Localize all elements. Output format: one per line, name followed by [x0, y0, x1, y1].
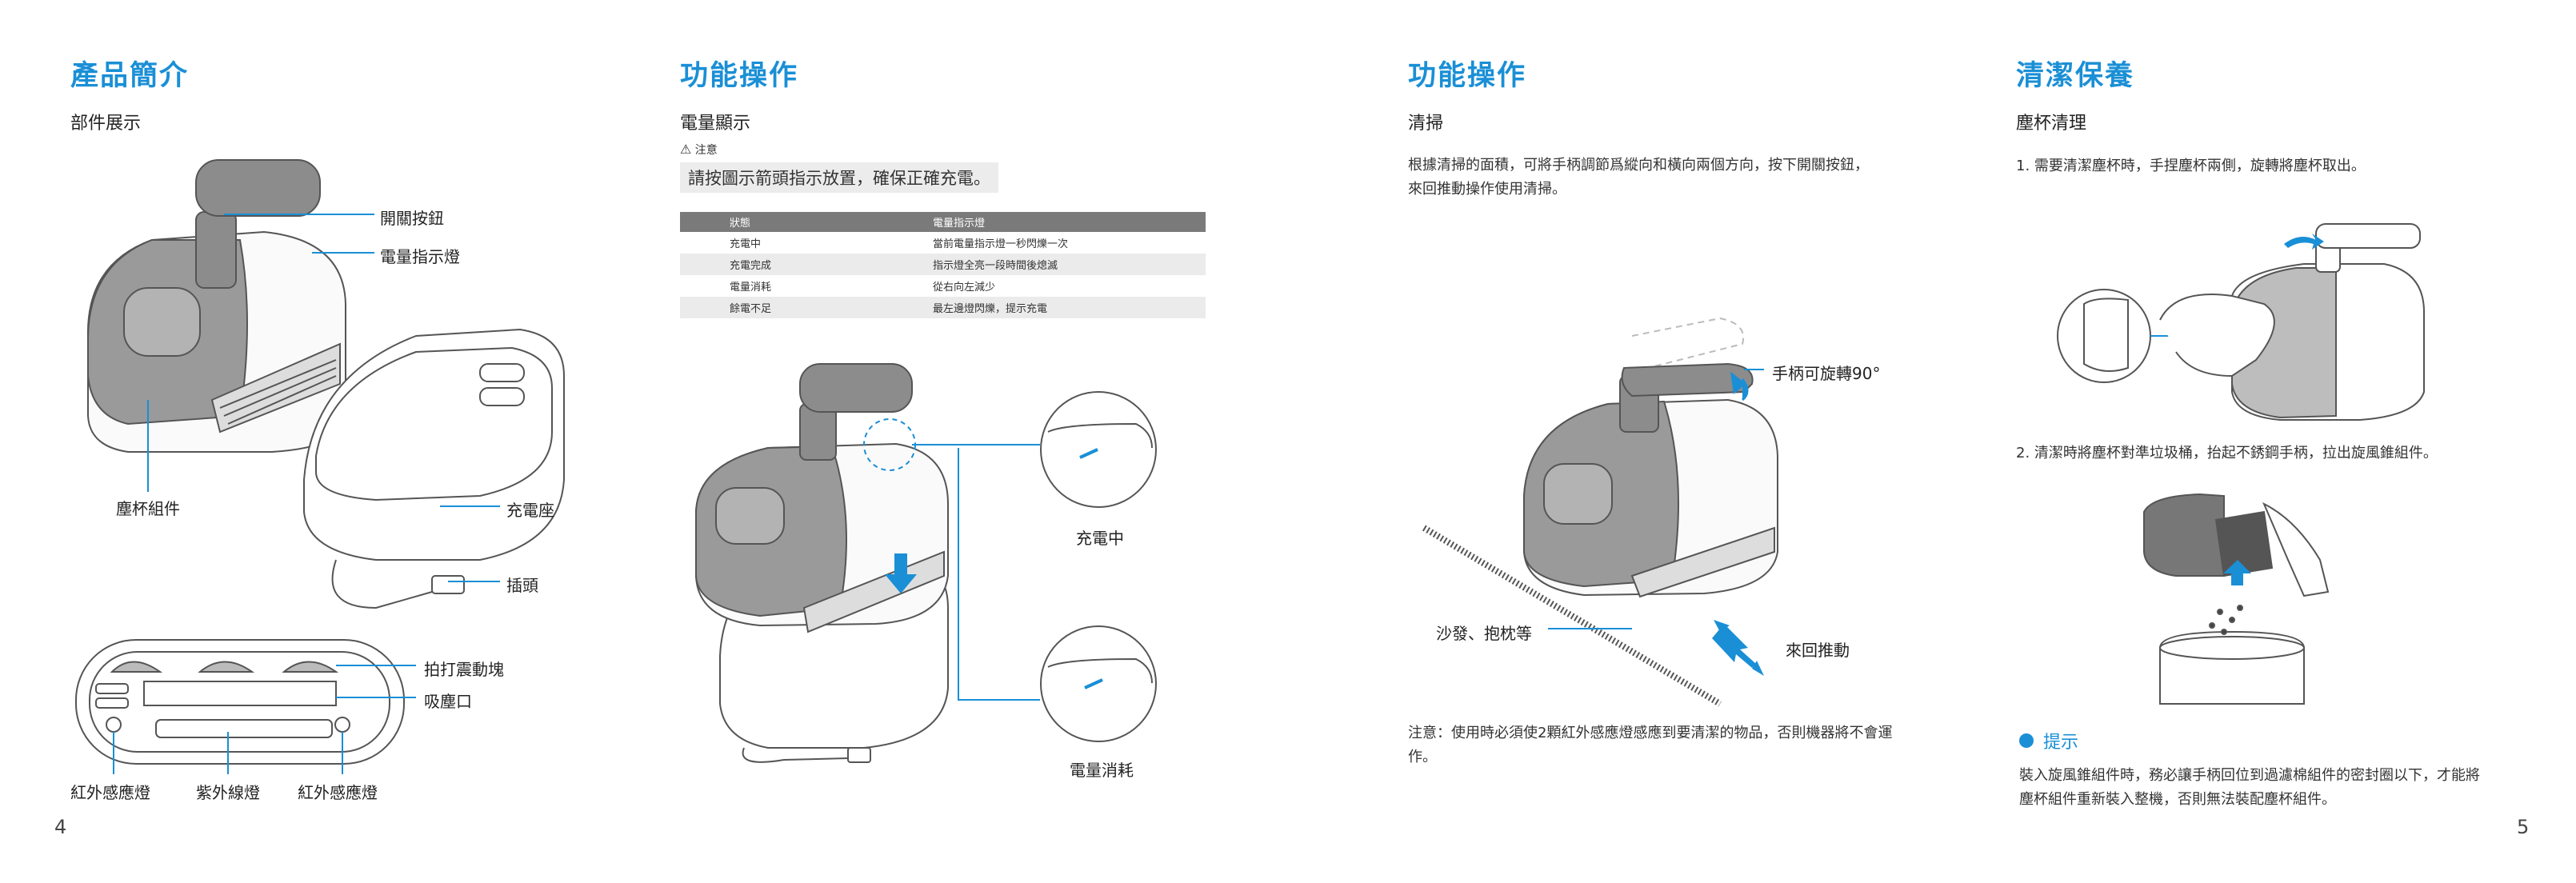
label-power-button: 開關按鈕 — [380, 209, 444, 228]
label-battery-indicator: 電量指示燈 — [380, 247, 460, 266]
rotate-cup-icon — [2284, 234, 2324, 250]
warning-icon: ⚠ — [680, 142, 692, 157]
sweep-note: 注意：使用時必須使2顆紅外感應燈感應到要清潔的物品，否則機器將不會運作。 — [1408, 725, 1893, 765]
battery-status-table: 狀態 電量指示燈 充電中 當前電量指示燈一秒閃爍一次 充電完成 指示燈全亮一段時… — [680, 212, 1206, 318]
section-subtitle-sweep: 清掃 — [1408, 114, 1444, 134]
section3-leader-lines — [1548, 369, 1764, 629]
table-row: 充電完成 指示燈全亮一段時間後熄滅 — [680, 254, 1206, 275]
device-illustration-main — [86, 159, 346, 453]
zoom-circle-consuming — [1040, 625, 1157, 742]
section-title-cleaning: 清潔保養 — [2016, 60, 2135, 92]
tip-heading: 提示 — [2019, 728, 2078, 753]
table-cell: 當前電量指示燈一秒閃爍一次 — [933, 238, 1069, 250]
arrow-down-icon — [885, 553, 917, 593]
table-header-row: 狀態 電量指示燈 — [680, 212, 1206, 232]
lightbulb-icon — [2019, 733, 2034, 748]
section-subtitle-parts: 部件展示 — [70, 114, 142, 134]
arrow-up-icon — [2223, 560, 2251, 585]
section2-leader-lines — [912, 444, 1040, 701]
tip-text: 裝入旋風錐組件時，務必讓手柄回位到過濾棉組件的密封圈以下，才能將塵杯組件重新裝入… — [2019, 767, 2480, 808]
dust-cup-removal-illustration — [2057, 223, 2425, 421]
empty-bin-illustration — [2143, 493, 2330, 705]
section-subtitle-dust-cup: 塵杯清理 — [2016, 114, 2087, 134]
table-cell: 電量消耗 — [730, 282, 772, 294]
note-text-box: 請按圖示箭頭指示放置，確保正確充電。 — [680, 162, 998, 193]
rotate-arrow-icon — [1730, 371, 1749, 402]
cleaning-step-2: 2. 清潔時將塵杯對準垃圾桶，抬起不銹鋼手柄，拉出旋風錐組件。 — [2016, 445, 2438, 461]
label-charging: 充電中 — [1076, 529, 1124, 548]
table-cell: 充電完成 — [680, 254, 886, 275]
label-charging-base: 充電座 — [506, 501, 554, 520]
table-header-indicator: 電量指示燈 — [886, 212, 1206, 232]
push-arrow-icon — [1712, 620, 1764, 676]
table-cell: 最左邊燈閃爍，提示充電 — [886, 297, 1206, 318]
charging-base-illustration — [303, 328, 565, 609]
note-label: 注意 — [694, 144, 718, 157]
page-number-left: 4 — [54, 816, 67, 838]
label-rotate: 手柄可旋轉90° — [1772, 364, 1881, 383]
label-ir-sensor-right: 紅外感應燈 — [298, 783, 378, 802]
label-push: 來回推動 — [1786, 641, 1850, 660]
bottom-view-illustration — [75, 639, 405, 765]
page-number-right: 5 — [2517, 816, 2530, 838]
label-suction-port: 吸塵口 — [424, 692, 472, 711]
label-uv-lamp: 紫外線燈 — [196, 783, 260, 802]
section-title-function-2: 功能操作 — [1408, 60, 1527, 92]
tip-title: 提示 — [2043, 733, 2079, 753]
section-title-function-1: 功能操作 — [680, 60, 799, 92]
device-rotating-handle-illustration — [1523, 317, 1778, 598]
note-heading: ⚠ 注意 — [680, 142, 718, 158]
sweep-description: 根據清掃的面積，可將手柄調節爲縱向和橫向兩個方向，按下開關按鈕，來回推動操作使用… — [1408, 157, 1869, 198]
sofa-surface-line — [1422, 525, 1722, 707]
table-cell: 充電中 — [730, 238, 762, 250]
label-consuming: 電量消耗 — [1070, 761, 1134, 780]
section-subtitle-battery: 電量顯示 — [680, 114, 751, 134]
section1-leader-lines — [113, 214, 500, 774]
label-pat-block: 拍打震動塊 — [424, 660, 504, 679]
table-row: 充電中 當前電量指示燈一秒閃爍一次 — [680, 232, 1206, 254]
label-ir-sensor-left: 紅外感應燈 — [70, 783, 150, 802]
label-plug: 插頭 — [506, 576, 538, 595]
zoom-circle-charging — [1040, 391, 1157, 508]
table-row: 餘電不足 最左邊燈閃爍，提示充電 — [680, 297, 1206, 318]
table-cell: 從右向左減少 — [933, 282, 996, 294]
label-dust-cup: 塵杯組件 — [116, 499, 180, 518]
table-cell: 餘電不足 — [680, 297, 886, 318]
table-cell: 指示燈全亮一段時間後熄滅 — [886, 254, 1206, 275]
table-row: 電量消耗 從右向左減少 — [680, 275, 1206, 297]
device-on-base-illustration — [695, 363, 949, 763]
section-title-product-intro: 產品簡介 — [70, 60, 190, 92]
cleaning-step-1: 1. 需要清潔塵杯時，手捏塵杯兩側，旋轉將塵杯取出。 — [2016, 158, 2366, 174]
label-sofa: 沙發、抱枕等 — [1436, 624, 1532, 643]
table-header-status: 狀態 — [680, 212, 886, 232]
